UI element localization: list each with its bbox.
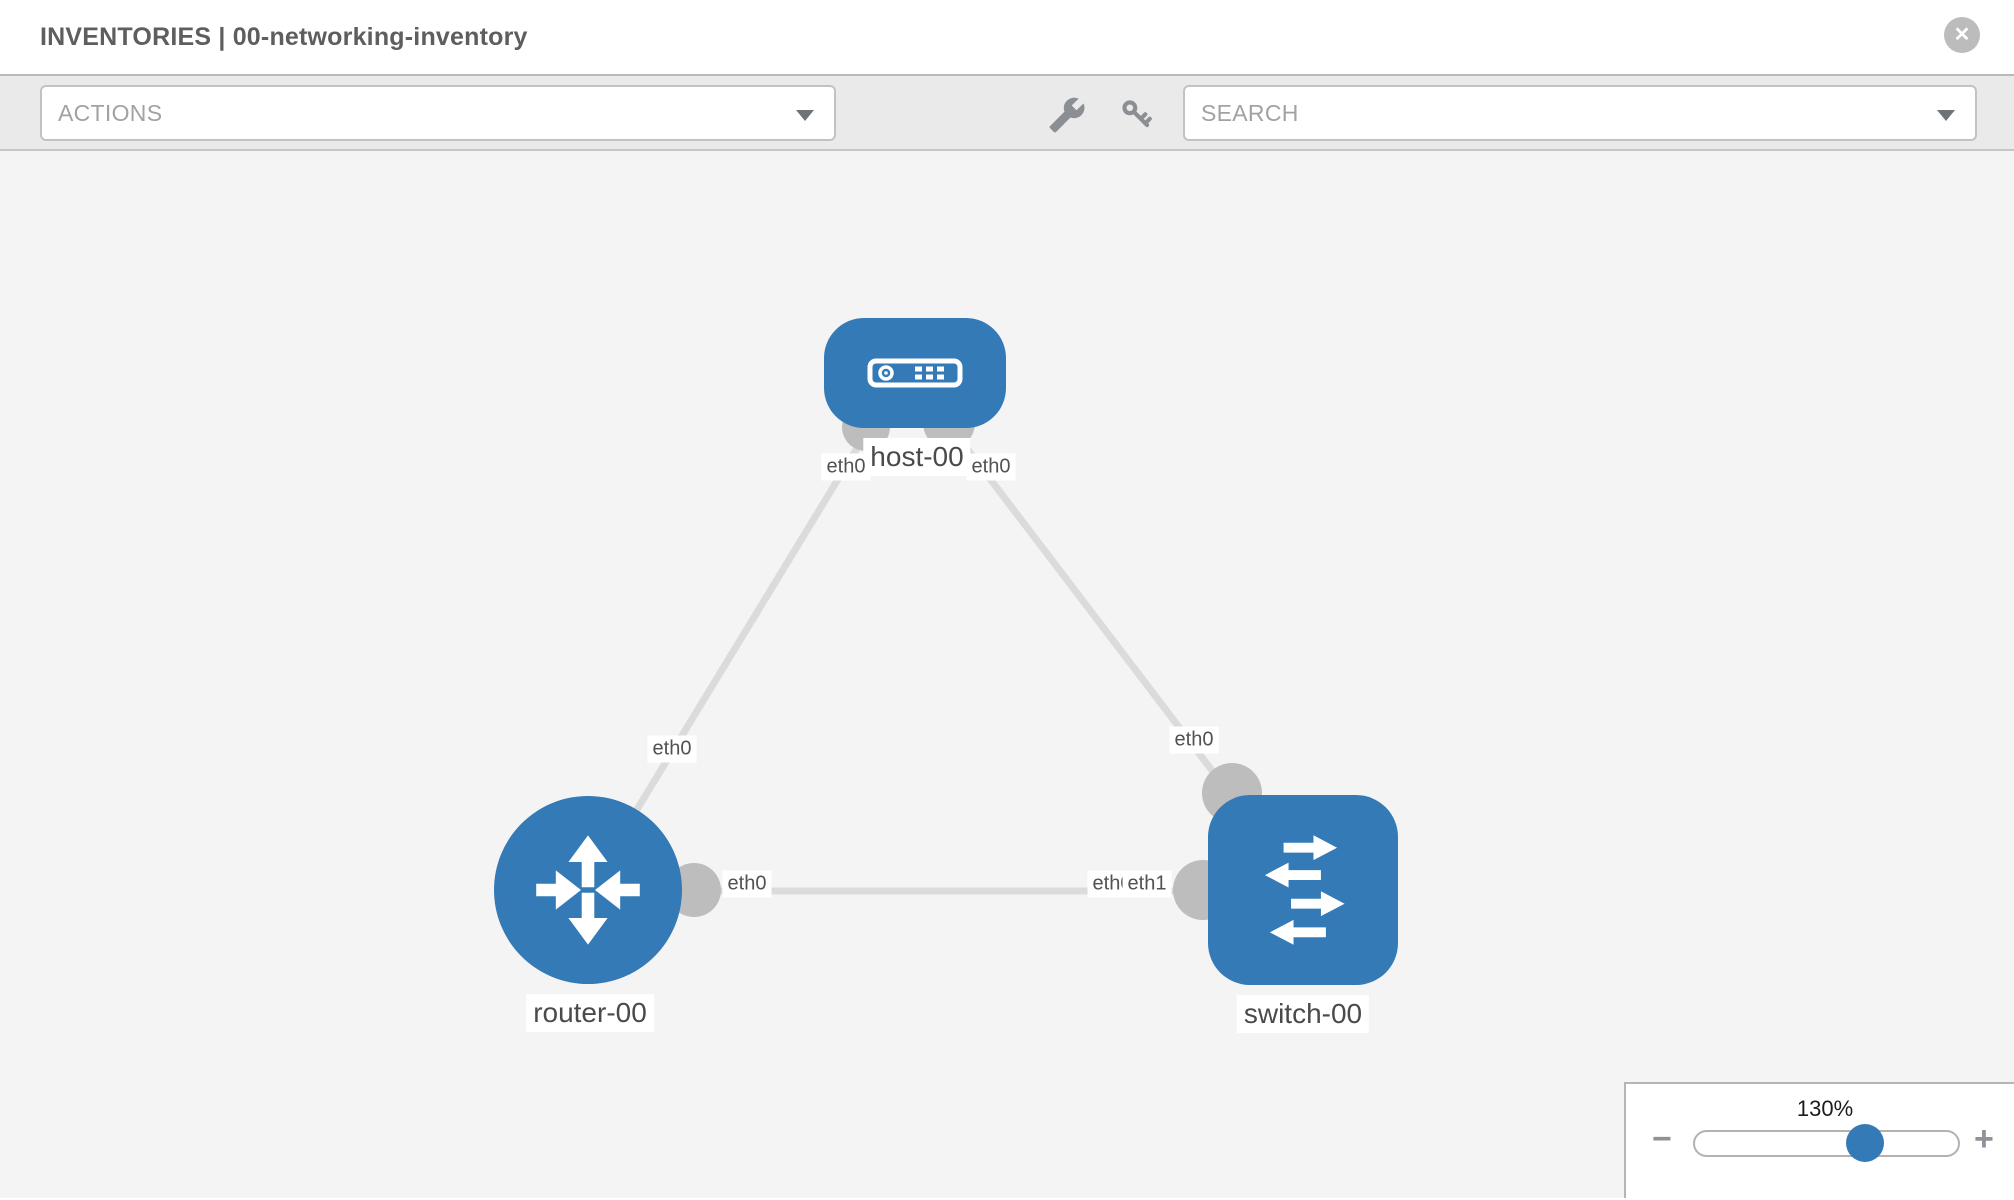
iface-label-switch-eth0-to-host: eth0 <box>1169 726 1219 754</box>
iface-label-host-eth0-to-switch: eth0 <box>966 453 1016 481</box>
node-router-00[interactable] <box>494 796 682 984</box>
toolbar: ACTIONS SEARCH <box>0 74 2014 151</box>
node-host-00[interactable] <box>824 318 1006 428</box>
zoom-control-panel: 130% − + <box>1624 1082 2014 1198</box>
node-label-host-00: host-00 <box>863 438 971 476</box>
iface-label-switch-eth1-to-router: eth1 <box>1122 870 1172 898</box>
chevron-down-icon <box>1937 110 1955 121</box>
minus-icon: − <box>1652 1120 1672 1158</box>
zoom-in-button[interactable]: + <box>1974 1122 1994 1156</box>
zoom-slider-knob[interactable] <box>1846 1124 1884 1162</box>
close-button[interactable]: ✕ <box>1944 17 1980 53</box>
page-title: INVENTORIES | 00-networking-inventory <box>40 22 528 51</box>
switch-icon <box>1264 835 1345 945</box>
actions-dropdown-label: ACTIONS <box>58 99 163 126</box>
configure-wrench-button[interactable] <box>1048 96 1086 134</box>
node-switch-00[interactable] <box>1208 795 1398 985</box>
router-icon <box>536 835 640 945</box>
topology-links-layer <box>585 397 1306 920</box>
zoom-value: 130% <box>1796 1096 1854 1121</box>
page-header: INVENTORIES | 00-networking-inventory ✕ <box>0 0 2014 74</box>
iface-label-router-eth0-to-switch: eth0 <box>722 870 772 898</box>
search-dropdown[interactable]: SEARCH <box>1183 85 1977 141</box>
plus-icon: + <box>1974 1120 1994 1158</box>
topology-canvas[interactable]: host-00 router-00 switch-00 eth0 eth0 et… <box>0 151 2014 1198</box>
key-icon <box>1122 100 1152 128</box>
chevron-down-icon <box>796 110 814 121</box>
host-icon <box>867 358 963 388</box>
node-label-switch-00: switch-00 <box>1236 995 1370 1033</box>
close-icon: ✕ <box>1953 24 1971 46</box>
actions-dropdown[interactable]: ACTIONS <box>40 85 836 141</box>
zoom-out-button[interactable]: − <box>1652 1122 1672 1156</box>
search-placeholder: SEARCH <box>1201 99 1299 126</box>
iface-label-router-eth0-to-host: eth0 <box>647 735 697 763</box>
iface-label-host-eth0-to-router: eth0 <box>821 453 871 481</box>
wrench-icon <box>1049 97 1085 133</box>
node-label-router-00: router-00 <box>526 994 654 1032</box>
zoom-slider-track[interactable] <box>1693 1130 1960 1157</box>
credentials-key-button[interactable] <box>1118 96 1156 134</box>
